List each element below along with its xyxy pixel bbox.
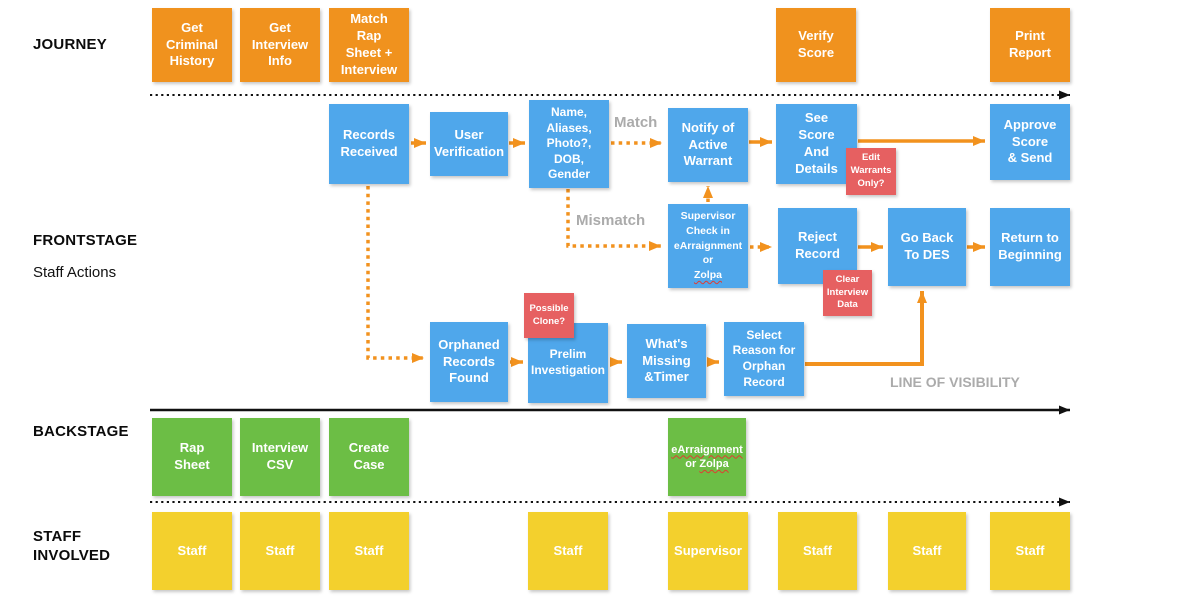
- badge-edit-warrants-only: Edit Warrants Only?: [846, 148, 896, 195]
- staff-box-5: Staff: [778, 512, 857, 590]
- badge-clear-interview-data: Clear Interview Data: [823, 270, 872, 316]
- frontstage-box-go-back-to-des: Go Back To DES: [888, 208, 966, 286]
- staff-box-supervisor: Supervisor: [668, 512, 748, 590]
- arrow-records-to-orphaned: [366, 186, 424, 363]
- backstage-box-interview-csv: Interview CSV: [240, 418, 320, 496]
- arrow-mismatch-name-to-supervisor-check: [566, 189, 661, 251]
- backstage-box-rap-sheet: Rap Sheet: [152, 418, 232, 496]
- frontstage-box-records-received: Records Received: [329, 104, 409, 184]
- frontstage-box-orphaned-records-found: Orphaned Records Found: [430, 322, 508, 402]
- staff-box-2: Staff: [240, 512, 320, 590]
- journey-box-get-criminal-history: Get Criminal History: [152, 8, 232, 82]
- lane-label-backstage: BACKSTAGE: [33, 423, 129, 440]
- badge-possible-clone: Possible Clone?: [524, 293, 574, 338]
- frontstage-box-notify-active-warrant: Notify of Active Warrant: [668, 108, 748, 182]
- frontstage-box-approve-score-send: Approve Score & Send: [990, 104, 1070, 180]
- lane-label-staff-involved: STAFF INVOLVED: [33, 528, 111, 564]
- lane-sublabel-staff-actions: Staff Actions: [33, 264, 117, 281]
- lane-label-journey: JOURNEY: [33, 36, 107, 53]
- frontstage-box-select-reason-orphan-record: Select Reason for Orphan Record: [724, 322, 804, 396]
- staff-box-7: Staff: [990, 512, 1070, 590]
- frontstage-box-whats-missing-timer: What's Missing &Timer: [627, 324, 706, 398]
- journey-box-get-interview-info: Get Interview Info: [240, 8, 320, 82]
- flow-label-line-of-visibility: LINE OF VISIBILITY: [890, 374, 1020, 390]
- frontstage-box-user-verification: User Verification: [430, 112, 508, 176]
- staff-box-3: Staff: [329, 512, 409, 590]
- backstage-box-create-case: Create Case: [329, 418, 409, 496]
- staff-box-1: Staff: [152, 512, 232, 590]
- journey-box-verify-score: Verify Score: [776, 8, 856, 82]
- journey-box-match-rap-sheet-interview: Match Rap Sheet + Interview: [329, 8, 409, 82]
- journey-box-print-report: Print Report: [990, 8, 1070, 82]
- staff-box-4: Staff: [528, 512, 608, 590]
- staff-box-6: Staff: [888, 512, 966, 590]
- frontstage-box-see-score-and-details: See Score And Details: [776, 104, 857, 184]
- frontstage-box-name-aliases-photo-dob-gender: Name, Aliases, Photo?, DOB, Gender: [529, 100, 609, 188]
- arrow-select-reason-to-go-back: [805, 291, 927, 366]
- frontstage-box-return-to-beginning: Return to Beginning: [990, 208, 1070, 286]
- frontstage-box-reject-record: Reject Record: [778, 208, 857, 284]
- lane-label-frontstage: FRONTSTAGE: [33, 232, 138, 249]
- flow-label-match: Match: [614, 114, 658, 131]
- flow-label-mismatch: Mismatch: [576, 212, 646, 229]
